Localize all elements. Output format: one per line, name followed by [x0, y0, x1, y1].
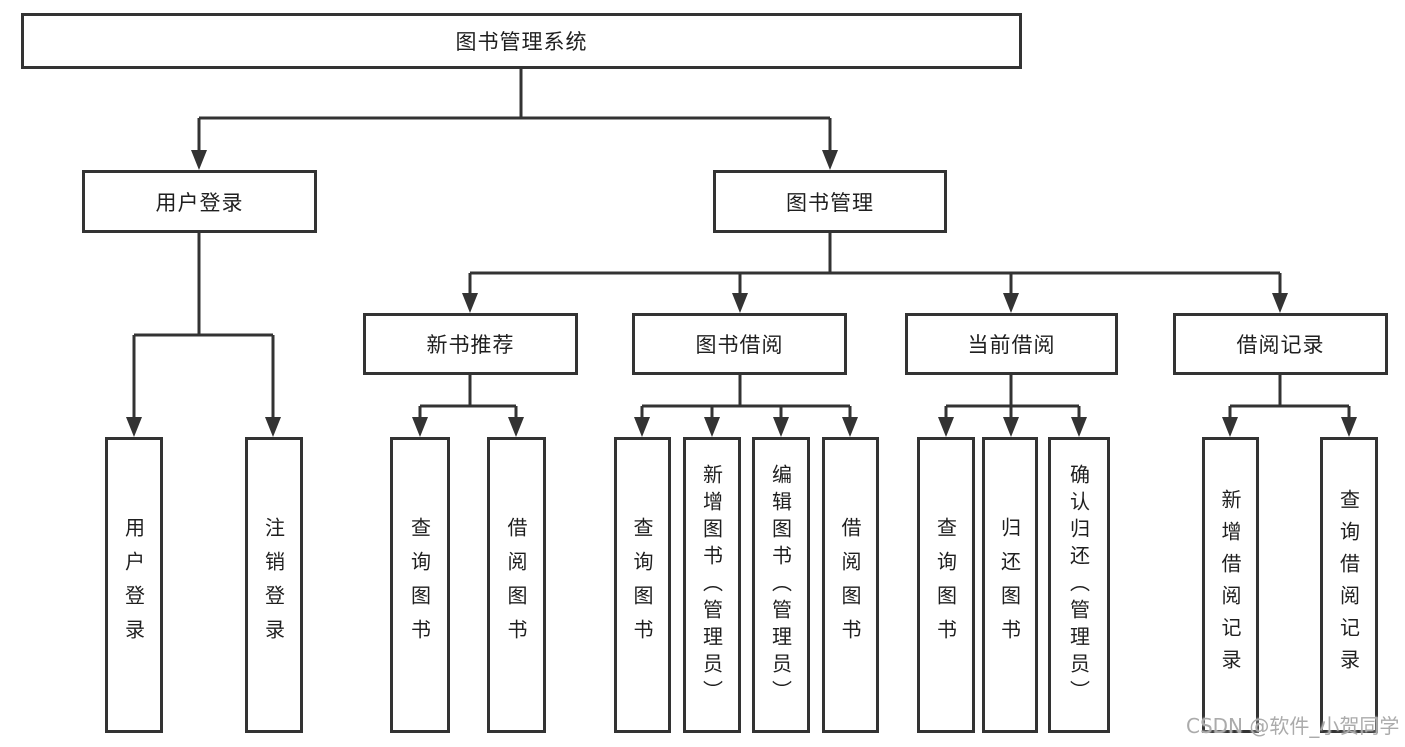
node-label: 用户登录: [155, 190, 244, 215]
node-book-management: 图书管理: [713, 170, 947, 233]
node-new-book-recommend: 新书推荐: [363, 313, 578, 375]
node-label: 借阅图书: [838, 517, 862, 653]
node-label: 查询图书: [630, 517, 654, 653]
leaf-borrow-books: 借阅图书: [822, 437, 879, 733]
csdn-watermark: CSDN @软件_小贺同学: [1186, 714, 1400, 738]
node-label: 借阅记录: [1236, 333, 1325, 357]
node-label: 确认归还（管理员）: [1066, 463, 1091, 707]
leaf-query-books: 查询图书: [390, 437, 450, 733]
leaf-borrow-books: 借阅图书: [487, 437, 546, 733]
node-label: 借阅图书: [504, 517, 528, 653]
node-label: 查询图书: [407, 517, 432, 653]
leaf-edit-books-admin: 编辑图书（管理员）: [752, 437, 810, 733]
node-label: 图书借阅: [695, 333, 784, 357]
node-label: 注销登录: [261, 517, 286, 653]
leaf-user-login: 用户登录: [105, 437, 163, 733]
node-label: 当前借阅: [967, 333, 1056, 357]
node-borrow-records: 借阅记录: [1173, 313, 1388, 375]
node-label: 图书管理系统: [455, 30, 588, 54]
node-label: 新增借阅记录: [1218, 489, 1242, 681]
leaf-add-borrow-record: 新增借阅记录: [1202, 437, 1259, 733]
node-user-login: 用户登录: [82, 170, 317, 233]
node-label: 用户登录: [121, 517, 146, 653]
node-label: 归还图书: [997, 517, 1022, 653]
node-label: 新书推荐: [426, 333, 515, 357]
node-current-borrow: 当前借阅: [905, 313, 1118, 375]
leaf-query-borrow-record: 查询借阅记录: [1320, 437, 1378, 733]
node-book-borrow: 图书借阅: [632, 313, 847, 375]
node-label: 图书管理: [786, 190, 874, 215]
node-label: 新增图书（管理员）: [699, 463, 724, 707]
leaf-return-books: 归还图书: [982, 437, 1038, 733]
node-label: 查询借阅记录: [1336, 489, 1361, 681]
leaf-query-books: 查询图书: [614, 437, 671, 733]
leaf-confirm-return-admin: 确认归还（管理员）: [1048, 437, 1110, 733]
node-label: 查询图书: [933, 517, 958, 653]
node-library-system: 图书管理系统: [21, 13, 1022, 69]
node-label: 编辑图书（管理员）: [768, 463, 793, 707]
leaf-add-books-admin: 新增图书（管理员）: [683, 437, 741, 733]
leaf-logout: 注销登录: [245, 437, 303, 733]
leaf-query-books: 查询图书: [917, 437, 975, 733]
